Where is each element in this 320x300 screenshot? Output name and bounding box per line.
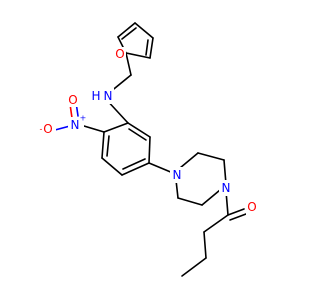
bond-pip-2 <box>197 152 225 161</box>
bond-benz-2 <box>101 131 105 159</box>
bond-benz-5 <box>148 136 151 164</box>
bond-carbonyl-o-a <box>227 208 245 216</box>
bond-furan-c4-c5 <box>117 22 136 38</box>
carbonyl-oxygen-label: O <box>247 200 256 214</box>
bond-pip-1 <box>179 152 199 169</box>
amine-nitrogen-label: N <box>104 89 113 103</box>
amine-hydrogen-label: H <box>91 89 100 103</box>
bond-furan-c4-c5-double <box>121 27 137 40</box>
bond-benz-3 <box>101 157 123 176</box>
structure-canvas: O H N N + O O - N N O <box>40 22 258 277</box>
piperazine-n1-label: N <box>173 168 182 182</box>
furan-ring <box>117 22 154 59</box>
nitro-nitrogen-label: N <box>71 118 80 132</box>
atom-amine-nh: H N <box>90 88 114 104</box>
nitro-oxygen-minus-label: O <box>43 122 52 136</box>
molecule-diagram: O H N N + O O - N N O <box>40 22 258 277</box>
nitro-oxygen-minus-charge: - <box>40 125 43 134</box>
atom-nitro-oxygen-double: O <box>67 93 79 107</box>
benzene-ring <box>101 122 151 176</box>
bond-chain-3 <box>181 257 207 277</box>
atom-furan-oxygen: O <box>114 47 126 61</box>
piperazine-n2-label: N <box>222 181 231 195</box>
bond-chain-2 <box>203 231 207 259</box>
atom-carbonyl-oxygen: O <box>246 199 258 215</box>
bond-benz-4 <box>121 162 150 176</box>
atom-piperazine-n1: N <box>170 167 184 183</box>
bond-nitro-o-minus <box>54 125 71 131</box>
bond-furan-c2-c3 <box>149 37 154 59</box>
bond-benz-piperazine <box>148 162 174 174</box>
bond-furan-o-c2 <box>125 52 151 59</box>
atom-piperazine-n2: N <box>219 180 233 196</box>
atom-nitro-oxygen-minus: O - <box>40 121 56 137</box>
bond-furan-c3-c4 <box>134 22 154 39</box>
nitro-oxygen-double-label: O <box>68 93 77 107</box>
furan-oxygen-label: O <box>115 47 124 61</box>
bond-benz-6 <box>127 122 151 138</box>
nitro-nitrogen-charge: + <box>80 114 87 123</box>
bond-benz-nitro <box>83 125 105 133</box>
bond-chain-1 <box>203 214 229 233</box>
bond-pip-5 <box>177 197 203 206</box>
bond-pip-4 <box>201 189 221 206</box>
bond-benz-6-double <box>128 128 147 141</box>
bond-furan-ch2 <box>125 52 132 76</box>
bond-furan-c2-c3-double <box>145 39 149 56</box>
bond-benz-1 <box>103 122 129 133</box>
bond-benz-2-double <box>106 135 110 157</box>
bond-benz-4-double <box>122 158 146 170</box>
bond-carbonyl-o-b <box>229 213 247 221</box>
atom-nitro-nitrogen: N + <box>68 114 87 133</box>
